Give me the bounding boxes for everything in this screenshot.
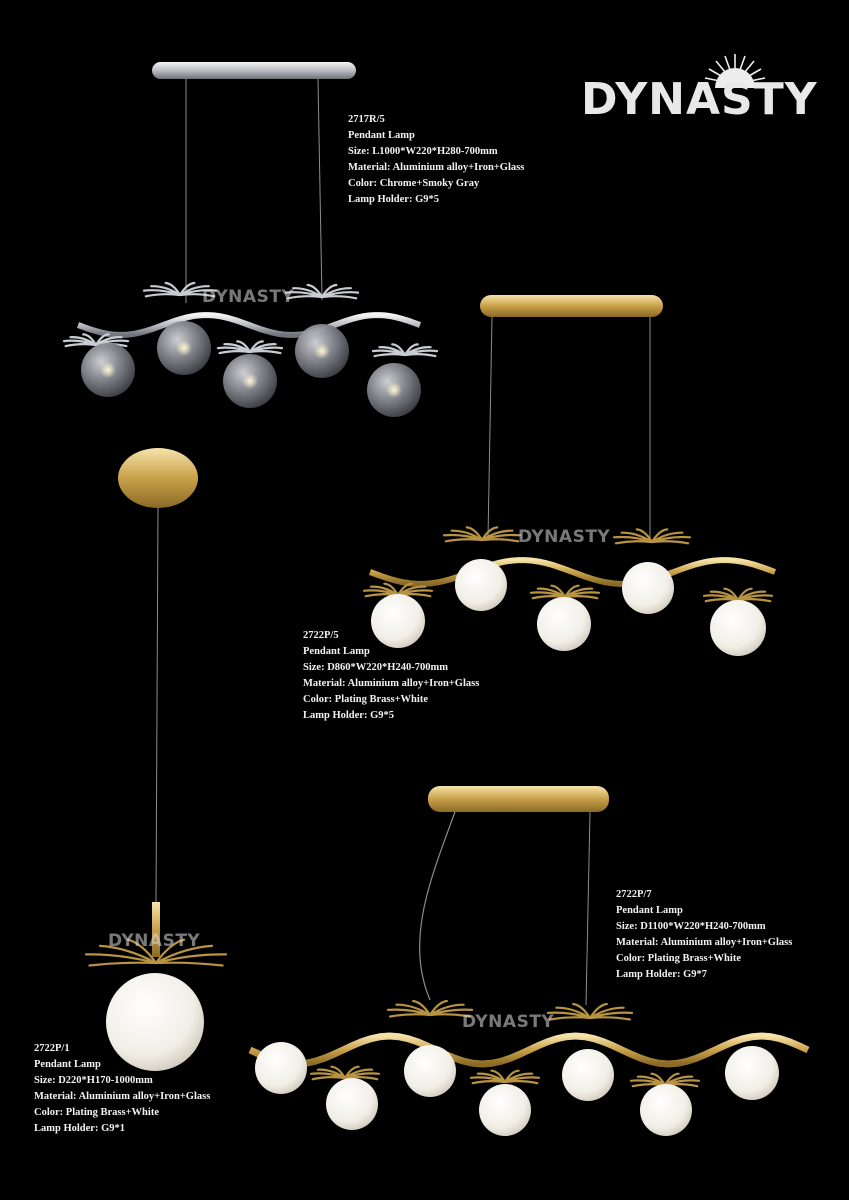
branch-ornament bbox=[309, 1065, 381, 1081]
opal-glass-globe bbox=[537, 597, 591, 651]
spec-model: 2717R/5 bbox=[348, 114, 385, 125]
branch-ornament bbox=[371, 343, 439, 358]
spec-size: Size: D220*H170-1000mm bbox=[34, 1075, 153, 1086]
spec-material: Material: Aluminium alloy+Iron+Glass bbox=[348, 162, 525, 173]
spec-color: Color: Plating Brass+White bbox=[616, 953, 741, 964]
spec-material: Material: Aluminium alloy+Iron+Glass bbox=[34, 1091, 211, 1102]
wavy-arm bbox=[248, 1032, 810, 1068]
spec-type: Pendant Lamp bbox=[616, 905, 683, 916]
opal-glass-globe bbox=[455, 559, 507, 611]
watermark: DYNASTY bbox=[462, 1012, 555, 1032]
spec-material: Material: Aluminium alloy+Iron+Glass bbox=[303, 678, 480, 689]
spec-color: Color: Chrome+Smoky Gray bbox=[348, 178, 480, 189]
spec-size: Size: D860*W220*H240-700mm bbox=[303, 662, 448, 673]
spec-type: Pendant Lamp bbox=[348, 130, 415, 141]
bulb-glow bbox=[314, 343, 330, 359]
suspension-wire bbox=[585, 811, 591, 1006]
branch-ornament bbox=[62, 333, 130, 348]
suspension-wire bbox=[317, 78, 323, 301]
opal-glass-globe bbox=[371, 594, 425, 648]
spec-2722p-5: 2722P/5 Pendant Lamp Size: D860*W220*H24… bbox=[303, 628, 479, 724]
branch-ornament bbox=[529, 584, 601, 600]
spec-model: 2722P/7 bbox=[616, 889, 652, 900]
ceiling-canopy bbox=[428, 786, 609, 812]
spec-color: Color: Plating Brass+White bbox=[303, 694, 428, 705]
spec-holder: Lamp Holder: G9*5 bbox=[348, 194, 439, 205]
bulb-glow bbox=[386, 382, 402, 398]
branch-ornament bbox=[702, 587, 774, 603]
branch-ornament bbox=[386, 999, 474, 1018]
opal-glass-globe bbox=[725, 1046, 779, 1100]
spec-holder: Lamp Holder: G9*1 bbox=[34, 1123, 125, 1134]
spec-size: Size: D1100*W220*H240-700mm bbox=[616, 921, 766, 932]
spec-color: Color: Plating Brass+White bbox=[34, 1107, 159, 1118]
branch-ornament bbox=[84, 938, 228, 967]
spec-model: 2722P/5 bbox=[303, 630, 339, 641]
branch-ornament bbox=[362, 582, 434, 598]
watermark: DYNASTY bbox=[202, 287, 295, 307]
branch-ornament bbox=[284, 283, 360, 300]
spec-size: Size: L1000*W220*H280-700mm bbox=[348, 146, 498, 157]
ceiling-canopy bbox=[480, 295, 663, 317]
branch-ornament bbox=[546, 1002, 634, 1021]
bulb-glow bbox=[242, 373, 258, 389]
branch-ornament bbox=[469, 1069, 541, 1085]
opal-glass-globe bbox=[255, 1042, 307, 1094]
opal-glass-globe bbox=[404, 1045, 456, 1097]
watermark: DYNASTY bbox=[518, 527, 611, 547]
spec-2717r-5: 2717R/5 Pendant Lamp Size: L1000*W220*H2… bbox=[348, 112, 524, 208]
brand-logo: DYNASTY bbox=[575, 50, 825, 130]
branch-ornament bbox=[612, 528, 692, 545]
spec-holder: Lamp Holder: G9*7 bbox=[616, 969, 707, 980]
branch-ornament bbox=[442, 526, 522, 543]
stem bbox=[152, 902, 160, 957]
spec-type: Pendant Lamp bbox=[303, 646, 370, 657]
branch-ornament bbox=[629, 1072, 701, 1088]
suspension-wire bbox=[155, 507, 159, 903]
ceiling-canopy bbox=[118, 448, 198, 508]
spec-holder: Lamp Holder: G9*5 bbox=[303, 710, 394, 721]
opal-glass-globe bbox=[479, 1084, 531, 1136]
bulb-glow bbox=[176, 340, 192, 356]
opal-glass-globe bbox=[710, 600, 766, 656]
branch-ornament bbox=[142, 281, 218, 298]
wavy-arm bbox=[368, 557, 777, 587]
spec-2722p-1: 2722P/1 Pendant Lamp Size: D220*H170-100… bbox=[34, 1041, 210, 1137]
suspension-wire bbox=[419, 811, 456, 1001]
spec-model: 2722P/1 bbox=[34, 1043, 70, 1054]
suspension-wire bbox=[487, 316, 493, 539]
watermark: DYNASTY bbox=[108, 931, 201, 951]
spec-2722p-7: 2722P/7 Pendant Lamp Size: D1100*W220*H2… bbox=[616, 887, 792, 983]
bulb-glow bbox=[100, 362, 116, 378]
ceiling-canopy bbox=[152, 62, 356, 79]
opal-glass-globe bbox=[562, 1049, 614, 1101]
brand-name: DYNASTY bbox=[581, 74, 818, 125]
spec-type: Pendant Lamp bbox=[34, 1059, 101, 1070]
opal-glass-globe bbox=[640, 1084, 692, 1136]
sunburst-icon bbox=[704, 54, 766, 88]
opal-glass-globe bbox=[326, 1078, 378, 1130]
spec-material: Material: Aluminium alloy+Iron+Glass bbox=[616, 937, 793, 948]
opal-glass-globe bbox=[622, 562, 674, 614]
branch-ornament bbox=[216, 340, 284, 355]
opal-glass-globe bbox=[106, 973, 204, 1071]
wavy-arm bbox=[76, 312, 422, 338]
